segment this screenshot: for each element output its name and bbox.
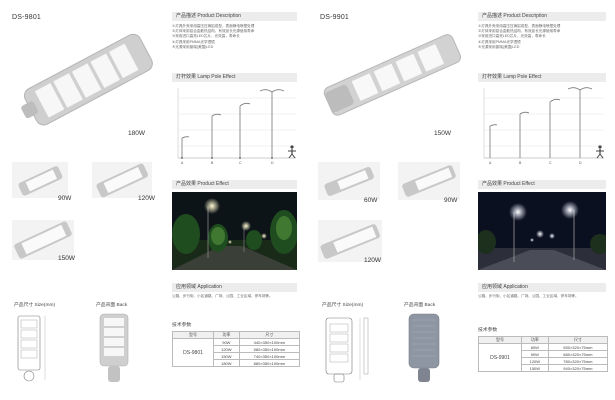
main-model-label: DS-9801 <box>12 14 42 21</box>
variant-lamp-image-3 <box>12 220 74 260</box>
table-cell: 120W <box>213 345 240 353</box>
variant-lamp-image-2 <box>92 162 152 198</box>
table-header-cell: 尺寸 <box>547 336 609 344</box>
night-street-photo <box>478 192 606 270</box>
table-cell: 150W <box>213 352 240 360</box>
night-street-photo <box>172 192 297 270</box>
lamp-pole-diagram <box>483 87 604 159</box>
description-line: ①灯具外壳采用高压压铸铝成型，表面静电喷塑处理 <box>478 24 561 28</box>
table-cell: 180W <box>213 359 240 367</box>
left-catalog-page: DS-9801 180W 90W 120W 150W 产品描述 Product <box>0 0 307 400</box>
lamp-pole-heading: 灯杆效果 Lamp Pole Effect <box>172 73 297 82</box>
application-heading: 应用领域 Application <box>478 283 606 292</box>
table-model-cell: DS-9901 <box>478 343 522 372</box>
pole-label: D <box>579 161 582 165</box>
table-cell: 940×320×75mm <box>547 364 609 372</box>
pole-label: B <box>519 161 522 165</box>
variant-lamp-image-1 <box>318 162 380 200</box>
size-drawing <box>17 315 46 382</box>
description-line: ④灯具采用PMMA光学透镜 <box>172 39 215 44</box>
back-view-image <box>408 313 440 382</box>
table-cell: 440×350×100mm <box>238 338 301 346</box>
table-row: DS-9801 90W 440×350×100mm <box>171 338 301 367</box>
product-effect-heading: 产品效果 Product Effect <box>172 180 297 189</box>
variant-watt-label-3: 120W <box>364 257 381 264</box>
table-cell: 740×350×100mm <box>238 352 301 360</box>
pole-label: B <box>211 161 214 165</box>
description-list: ①灯具外壳采用高压压铸铝成型，表面静电喷塑处理 ②灯体采用铝合金散热结构，有效延… <box>172 24 302 50</box>
application-text: 公路、步行街、小区道路、广场、公园、工业区域、停车场等。 <box>478 294 579 298</box>
pole-label: C <box>549 161 552 165</box>
description-line: ④灯具采用PMMA光学透镜 <box>478 39 521 44</box>
description-line: ①灯具外壳采用高压压铸铝成型，表面静电喷塑处理 <box>172 24 255 28</box>
right-catalog-page: DS-9901 150W 60W 90W 120W 产品描述 Product D… <box>308 0 615 400</box>
table-cell: 550×320×75mm <box>547 343 609 351</box>
description-line: ⑤光源采用普瑞(美国)LED <box>478 44 520 49</box>
main-watt-label: 180W <box>128 130 145 137</box>
spec-table: 型号 功率 尺寸 DS-9801 90W 440×350×100mm 120W … <box>171 331 301 367</box>
variant-lamp-image-3 <box>318 220 382 262</box>
product-effect-heading: 产品效果 Product Effect <box>478 180 606 189</box>
variant-watt-label-2: 120W <box>138 195 155 202</box>
pole-label: A <box>489 161 492 165</box>
variant-watt-label-2: 90W <box>444 197 458 204</box>
lamp-pole-diagram <box>177 88 296 159</box>
description-line: ③采用进口高亮LED芯片，光效高，寿命长 <box>478 34 546 39</box>
table-cell: 60W <box>520 343 549 351</box>
table-cell: 580×350×100mm <box>238 345 301 353</box>
tech-heading: 技术参数 <box>172 323 192 328</box>
main-model-label: DS-9901 <box>320 14 350 21</box>
table-header-row: 型号 功率 尺寸 <box>171 331 301 339</box>
table-header-cell: 功率 <box>520 336 549 344</box>
table-header-cell: 功率 <box>213 331 240 339</box>
main-lamp-image <box>323 34 462 116</box>
table-cell: 680×320×75mm <box>547 350 609 358</box>
variant-watt-label-3: 150W <box>58 255 75 262</box>
spec-table: 型号 功率 尺寸 DS-9901 60W 550×320×75mm 90W 68… <box>478 336 609 372</box>
table-cell: 90W <box>213 338 240 346</box>
main-watt-label: 150W <box>434 130 451 137</box>
description-heading: 产品描述 Product Description <box>478 12 606 21</box>
main-lamp-image <box>21 33 153 126</box>
variant-watt-label-1: 60W <box>364 197 378 204</box>
description-line: ②灯体采用铝合金散热结构，有效延长光源使用寿命 <box>172 29 255 34</box>
table-row: 180W 880×350×100mm <box>173 359 301 367</box>
lamp-pole-heading: 灯杆效果 Lamp Pole Effect <box>478 73 606 82</box>
variant-lamp-image-2 <box>398 162 460 200</box>
size-drawing <box>325 317 369 383</box>
pole-label: A <box>181 161 184 165</box>
pole-label: C <box>239 161 242 165</box>
variant-lamp-image-1 <box>12 162 68 198</box>
tech-heading: 技术参数 <box>478 328 498 333</box>
size-heading: 产品尺寸 Size(mm) <box>322 303 364 308</box>
variant-watt-label-1: 90W <box>58 195 72 202</box>
table-cell: 120W <box>520 357 549 365</box>
table-cell: 780×320×75mm <box>547 357 609 365</box>
description-heading: 产品描述 Product Description <box>172 12 297 21</box>
table-row: 150W 940×320×75mm <box>479 364 609 372</box>
pole-label: D <box>271 161 274 165</box>
table-cell: 90W <box>520 350 549 358</box>
description-line: ③采用进口高亮LED芯片，光效高，寿命长 <box>172 34 240 39</box>
description-line: ⑤光源采用普瑞(美国)LED <box>172 44 214 49</box>
table-row: DS-9901 60W 550×320×75mm <box>478 343 609 372</box>
table-header-cell: 型号 <box>171 331 215 339</box>
back-heading: 产品背面 Back <box>404 303 436 308</box>
table-cell: 150W <box>520 364 549 372</box>
size-heading: 产品尺寸 Size(mm) <box>14 303 56 308</box>
table-header-cell: 型号 <box>478 336 522 344</box>
back-heading: 产品背面 Back <box>96 303 128 308</box>
description-list: ①灯具外壳采用高压压铸铝成型，表面静电喷塑处理 ②灯体采用铝合金散热结构，有效延… <box>478 24 610 50</box>
table-cell: 880×350×100mm <box>238 359 301 367</box>
table-header-cell: 尺寸 <box>238 331 301 339</box>
table-header-row: 型号 功率 尺寸 <box>478 336 609 344</box>
table-model-cell: DS-9801 <box>171 338 215 367</box>
application-text: 公路、步行街、小区道路、广场、公园、工业区域、停车场等。 <box>172 294 273 298</box>
application-heading: 应用领域 Application <box>172 283 297 292</box>
back-view-image <box>99 313 129 382</box>
description-line: ②灯体采用铝合金散热结构，有效延长光源使用寿命 <box>478 29 561 34</box>
